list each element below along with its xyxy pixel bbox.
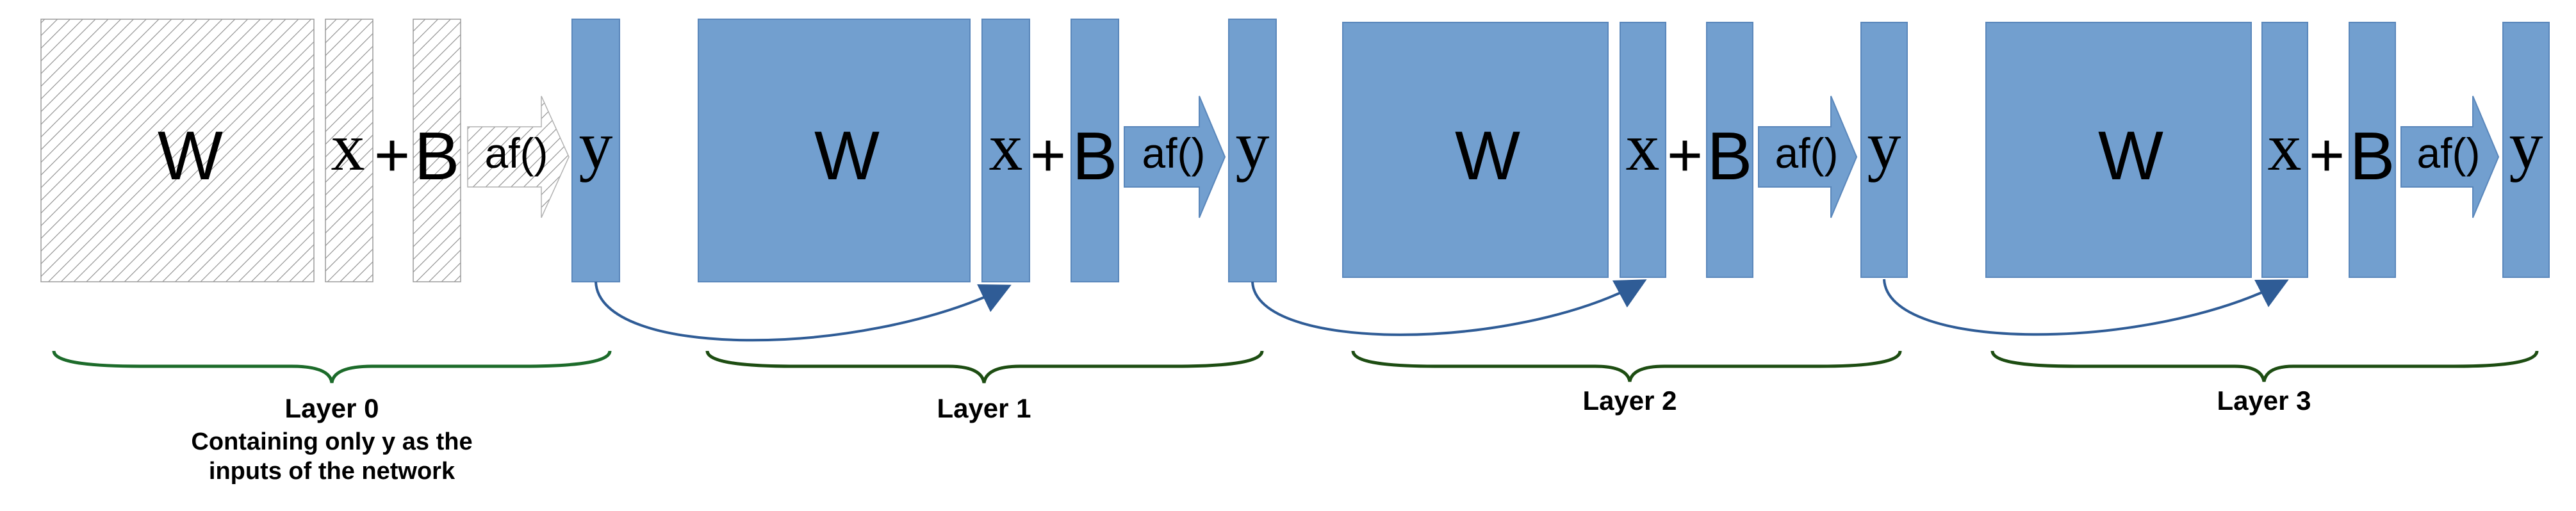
layer-3-title: Layer 3	[2217, 385, 2311, 416]
layer-1-bias-vector	[1071, 19, 1119, 282]
layer-0-x-label: x	[331, 110, 365, 184]
layer-1-brace	[705, 350, 1264, 384]
layer-2-plus-sign: +	[1667, 121, 1703, 190]
layer-2-y-label: y	[1867, 108, 1901, 182]
layer-3-activation-label: af()	[2417, 129, 2481, 177]
layer-1-title: Layer 1	[937, 393, 1031, 423]
connector-arrow-layer2-to-layer3	[1883, 279, 2289, 336]
layer-2-title: Layer 2	[1582, 385, 1677, 416]
layer-1-x-label: x	[989, 110, 1023, 184]
layer-3-weight-label: W	[2098, 117, 2163, 194]
layer-1-plus-sign: +	[1030, 121, 1066, 190]
layer-2-weight-label: W	[1455, 117, 1520, 194]
layer-1-y-label: y	[1236, 108, 1270, 182]
layer-3-bias-label: B	[2350, 118, 2395, 194]
layer-1-group: W x + B af() y	[698, 19, 1277, 282]
layer-0-subtitle-line1: Containing only y as the	[191, 428, 472, 455]
layer-3-activation-arrow	[2400, 95, 2500, 218]
layer-0-brace	[52, 350, 612, 384]
layer-2-bias-vector	[1706, 22, 1753, 278]
layer-3-weight-matrix	[1985, 22, 2252, 278]
layer-3-brace	[1990, 350, 2539, 382]
layer-2-bias-label: B	[1707, 118, 1753, 194]
layer-0-activation-label: af()	[485, 129, 548, 177]
layer-3-x-label: x	[2268, 110, 2302, 184]
layer-2-activation-label: af()	[1775, 129, 1839, 177]
layer-0-weight-matrix	[40, 19, 315, 282]
layer-1-weight-label: W	[814, 117, 880, 194]
layer-0-group: W x + B af() y	[40, 19, 620, 282]
layer-1-activation-label: af()	[1142, 129, 1206, 177]
layer-0-input-vector	[325, 19, 373, 282]
layer-2-x-label: x	[1626, 110, 1660, 184]
layer-1-activation-arrow	[1124, 95, 1226, 218]
layer-2-group: W x + B af() y	[1342, 22, 1908, 278]
layer-2-brace	[1351, 350, 1902, 382]
layer-3-bias-vector	[2349, 22, 2396, 278]
layer-0-y-label: y	[579, 108, 613, 182]
layer-1-input-vector	[981, 19, 1030, 282]
layer-2-input-vector	[1620, 22, 1666, 278]
layer-1-output-vector	[1228, 19, 1277, 282]
layer-3-plus-sign: +	[2309, 121, 2345, 190]
layer-3-output-vector	[2502, 22, 2550, 278]
layer-3-group: W x + B af() y	[1985, 22, 2550, 278]
layer-0-title: Layer 0	[284, 393, 379, 423]
layer-2-output-vector	[1860, 22, 1908, 278]
connector-arrow-layer0-to-layer1	[595, 281, 1012, 342]
layer-2-weight-matrix	[1342, 22, 1609, 278]
layer-2-activation-arrow	[1758, 95, 1858, 218]
layer-1-weight-matrix	[698, 19, 971, 282]
layer-0-subtitle-line2: inputs of the network	[209, 458, 455, 485]
layer-0-output-vector	[571, 19, 620, 282]
layer-1-bias-label: B	[1072, 118, 1118, 194]
layer-3-input-vector	[2261, 22, 2308, 278]
layer-0-bias-vector	[413, 19, 461, 282]
layer-0-plus-sign: +	[374, 121, 410, 190]
layer-0-activation-arrow	[467, 95, 570, 218]
layer-0-bias-label: B	[414, 118, 460, 194]
layer-3-y-label: y	[2509, 108, 2543, 182]
connector-arrow-layer1-to-layer2	[1251, 279, 1647, 336]
layer-0-weight-label: W	[158, 117, 223, 194]
